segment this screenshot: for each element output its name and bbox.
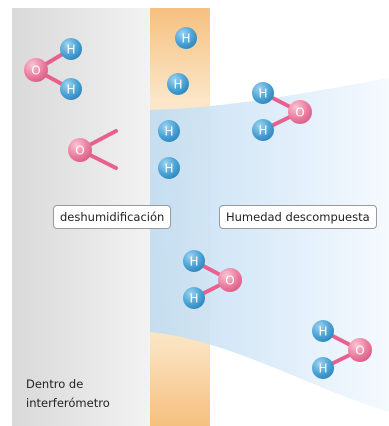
svg-text:H: H xyxy=(66,83,75,97)
svg-text:O: O xyxy=(75,144,84,158)
svg-text:H: H xyxy=(258,87,267,101)
inside-interferometer-caption: Dentro de interferómetro xyxy=(26,375,110,413)
water-molecule-left: O H H xyxy=(24,38,82,100)
svg-text:H: H xyxy=(318,325,327,339)
caption-line-2: interferómetro xyxy=(26,396,110,410)
svg-text:H: H xyxy=(173,78,182,92)
svg-text:O: O xyxy=(31,64,40,78)
water-molecule-right-bottom: H H O xyxy=(312,320,372,379)
svg-text:H: H xyxy=(164,162,173,176)
hydrogen-atoms-band: H H H H xyxy=(158,27,197,179)
svg-text:H: H xyxy=(181,32,190,46)
svg-text:O: O xyxy=(225,274,234,288)
caption-line-1: Dentro de xyxy=(26,377,84,391)
svg-text:O: O xyxy=(355,344,364,358)
svg-text:H: H xyxy=(189,255,198,269)
water-molecule-middle: H H O xyxy=(183,250,242,309)
svg-text:H: H xyxy=(318,362,327,376)
svg-text:H: H xyxy=(189,292,198,306)
svg-text:H: H xyxy=(164,125,173,139)
decomposed-humidity-label: Humedad descompuesta xyxy=(219,205,377,229)
svg-text:H: H xyxy=(66,43,75,57)
oxygen-atom-released: O xyxy=(68,129,118,170)
dehumidification-label: deshumidificación xyxy=(53,205,172,229)
water-molecule-right-top: H H O xyxy=(252,82,312,141)
svg-text:H: H xyxy=(258,124,267,138)
svg-text:O: O xyxy=(295,106,304,120)
